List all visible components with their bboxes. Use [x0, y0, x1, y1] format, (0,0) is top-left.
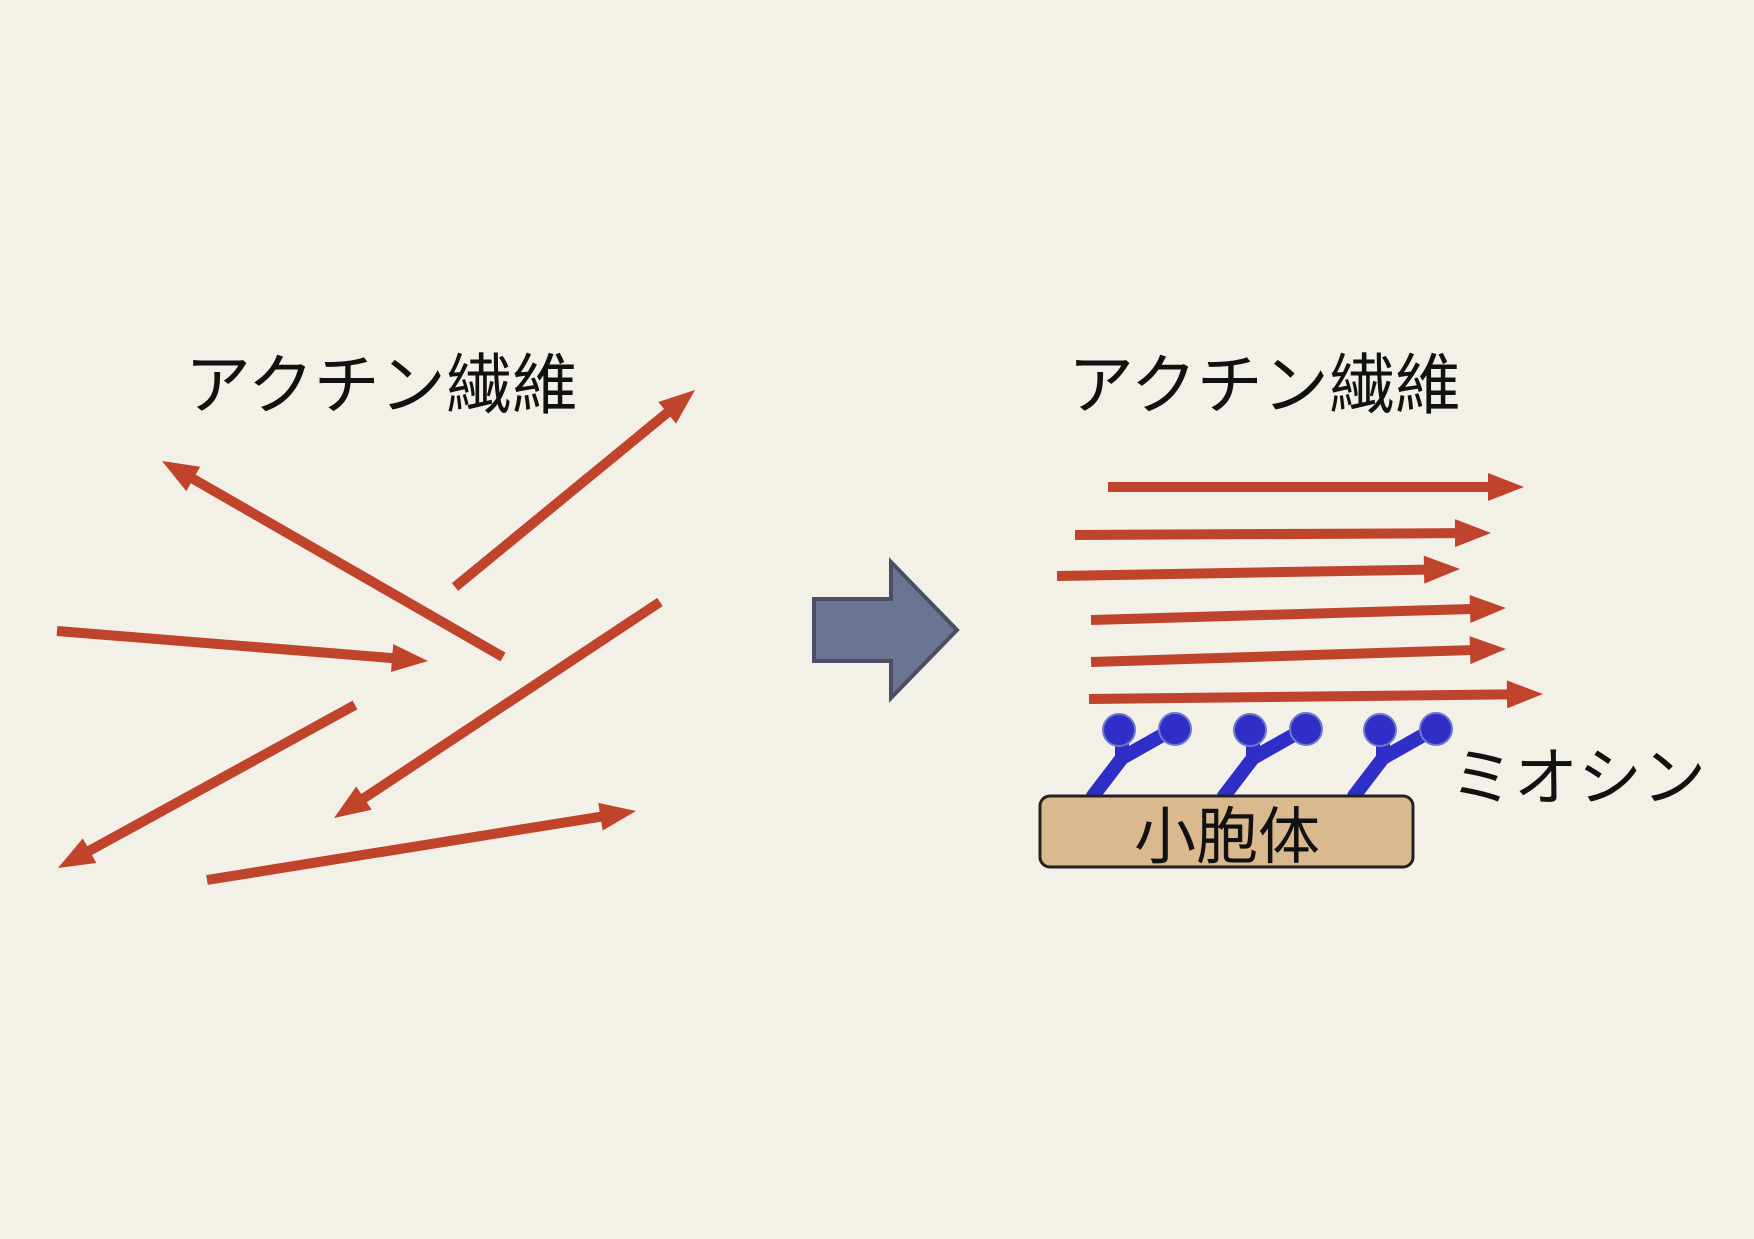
filament-shaft — [1090, 603, 1473, 625]
aligned-actin-filament-1 — [1108, 473, 1524, 501]
filament-shaft — [85, 700, 358, 857]
filament-shaft — [359, 597, 663, 804]
filament-arrowhead — [1423, 555, 1460, 584]
aligned-actin-filament-5 — [1090, 636, 1506, 667]
disordered-actin-filaments — [56, 390, 695, 885]
filament-shaft — [206, 811, 604, 885]
aligned-actin-filament-2 — [1074, 519, 1491, 548]
myosin-head — [1363, 713, 1397, 747]
vesicle-label: 小胞体 — [1134, 800, 1320, 873]
filament-arrowhead — [1454, 519, 1491, 548]
myosin-motor-2 — [1217, 712, 1323, 803]
filament-arrowhead — [658, 390, 695, 424]
myosin-motors — [1086, 712, 1453, 803]
filament-shaft — [1088, 689, 1510, 704]
actin-filament-5 — [58, 700, 358, 868]
left-actin-label: アクチン繊維 — [185, 347, 578, 424]
myosin-motor-3 — [1347, 712, 1453, 803]
vesicle: 小胞体 — [1038, 794, 1415, 873]
aligned-actin-filaments — [1056, 473, 1543, 709]
vesicle-body — [1038, 794, 1415, 869]
left-panel: アクチン繊維 — [56, 347, 695, 885]
actin-filament-1 — [451, 390, 695, 591]
filament-shaft — [1056, 564, 1427, 581]
myosin-head — [1102, 713, 1136, 747]
filament-arrowhead — [598, 802, 636, 831]
filament-shaft — [1090, 645, 1473, 667]
myosin-head — [1419, 712, 1453, 746]
myosin-label: ミオシン — [1450, 742, 1706, 816]
myosin-motor-1 — [1086, 712, 1192, 803]
actin-filament-4 — [334, 597, 663, 818]
myosin-head — [1158, 712, 1192, 746]
filament-arrowhead — [162, 461, 201, 492]
aligned-actin-filament-3 — [1056, 555, 1460, 584]
actin-filament-6 — [206, 802, 636, 885]
filament-arrowhead — [1506, 680, 1543, 709]
filament-shaft — [56, 626, 395, 664]
actin-filament-2 — [162, 461, 506, 662]
filament-arrowhead — [1469, 636, 1506, 665]
right-panel: アクチン繊維 小胞体 ミオシン — [1038, 347, 1706, 873]
aligned-actin-filament-6 — [1088, 680, 1543, 709]
filament-arrowhead — [1469, 595, 1506, 624]
myosin-head — [1233, 713, 1267, 747]
right-actin-label: アクチン繊維 — [1068, 347, 1461, 424]
filament-arrowhead — [58, 838, 97, 868]
filament-arrowhead — [1488, 473, 1524, 501]
filament-shaft — [451, 407, 672, 591]
myosin-head — [1289, 712, 1323, 746]
filament-shaft — [188, 473, 506, 662]
filament-arrowhead — [334, 786, 372, 818]
transition-arrow — [812, 557, 960, 703]
filament-arrowhead — [390, 644, 428, 673]
actin-filament-3 — [56, 626, 428, 673]
filament-shaft — [1074, 528, 1458, 540]
aligned-actin-filament-4 — [1090, 595, 1506, 625]
